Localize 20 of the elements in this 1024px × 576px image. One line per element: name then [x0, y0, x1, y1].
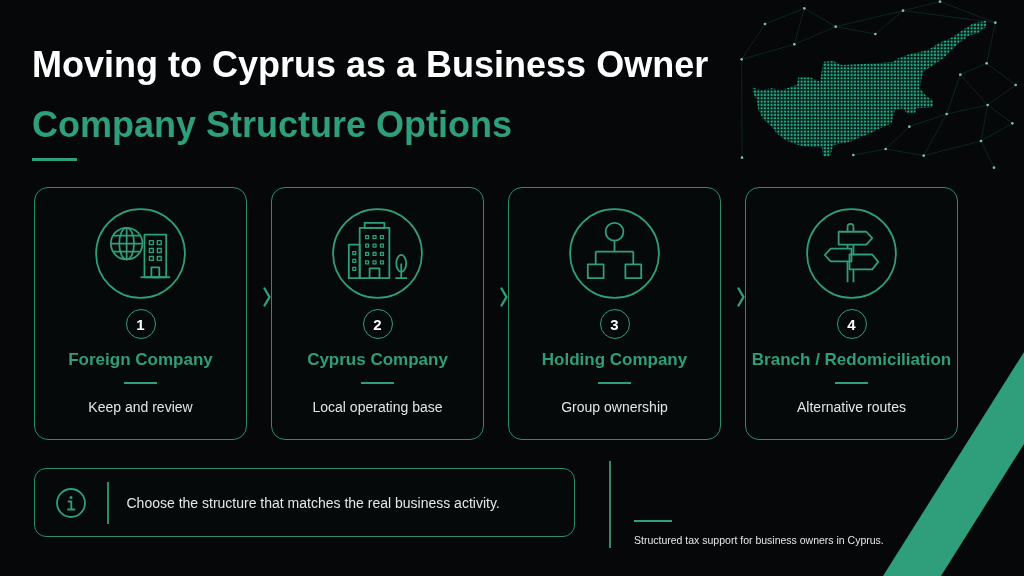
card-title: Branch / Redomiciliation: [751, 350, 952, 370]
chevron-arrow: [263, 287, 271, 307]
option-card: [745, 187, 958, 440]
chevron-arrow: [737, 287, 745, 307]
chevron-arrow: [500, 287, 508, 307]
subtitle: Company Structure Options: [32, 103, 513, 147]
info-note-box: [34, 468, 575, 537]
card-title: Foreign Company: [68, 350, 213, 370]
note-text: Choose the structure that matches the real business activity.: [126, 493, 500, 512]
card-subtitle: Alternative routes: [797, 398, 906, 416]
card-subtitle: Keep and review: [88, 398, 193, 416]
option-card: [34, 187, 247, 440]
card-title: Cyprus Company: [307, 350, 448, 370]
title: Moving to Cyprus as a Business Owner: [32, 43, 709, 87]
option-card: [508, 187, 721, 440]
option-card: [271, 187, 484, 440]
card-subtitle: Group ownership: [561, 398, 668, 416]
card-title: Holding Company: [541, 350, 688, 370]
card-subtitle: Local operating base: [312, 398, 443, 416]
tagline: Structured tax support for business owners in Cyprus.: [634, 533, 884, 547]
